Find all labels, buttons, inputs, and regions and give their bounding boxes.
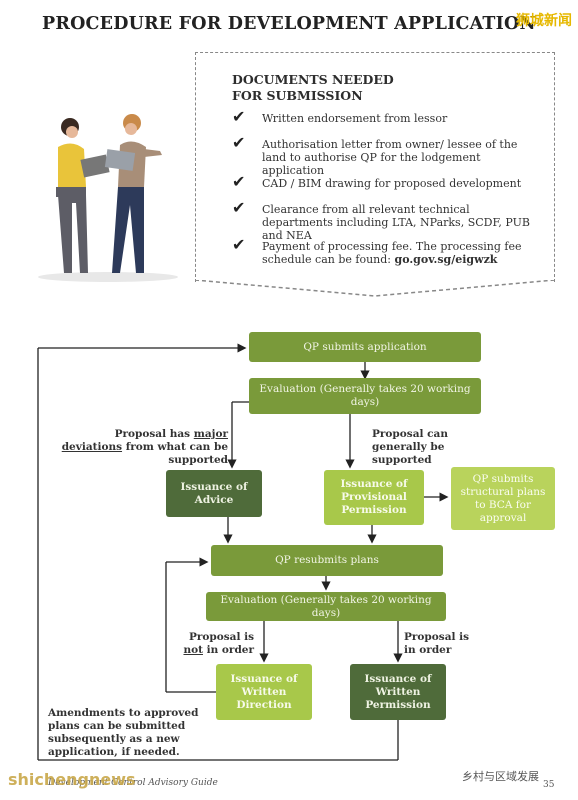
written-direction-box: Issuance of Written Direction — [216, 664, 312, 720]
page-title: PROCEDURE FOR DEVELOPMENT APPLICATION — [42, 14, 536, 34]
amendments-note: Amendments to approved plans can be subm… — [48, 707, 199, 758]
check-icon: ✔ — [232, 172, 246, 191]
watermark-bottom-left: shichengnews — [8, 770, 136, 789]
document-item: ✔ Payment of processing fee. The process… — [232, 235, 522, 267]
check-icon: ✔ — [232, 133, 246, 152]
label-generally-supported: Proposal can generally be supported — [372, 428, 448, 466]
documents-panel — [195, 52, 555, 282]
check-icon: ✔ — [232, 235, 246, 254]
provisional-permission-box: Issuance of Provisional Permission — [324, 470, 424, 525]
label-in-order: Proposal is in order — [404, 631, 470, 656]
written-permission-box: Issuance of Written Permission — [350, 664, 446, 720]
evaluation-box: Evaluation (Generally takes 20 working d… — [249, 378, 481, 414]
people-illustration — [38, 114, 178, 282]
panel-arrow — [195, 280, 555, 297]
document-item: ✔ CAD / BIM drawing for proposed develop… — [232, 172, 522, 191]
fee-schedule-link[interactable]: go.gov.sg/eigwzk — [394, 253, 498, 266]
label-not-in-order: Proposal is not in order — [183, 631, 254, 656]
issuance-advice-box: Issuance of Advice — [166, 470, 262, 517]
bca-structural-plans-box: QP submits structural plans to BCA for a… — [451, 467, 555, 530]
document-item: ✔ Authorisation letter from owner/ lesse… — [232, 133, 518, 178]
qp-submits-box: QP submits application — [249, 332, 481, 362]
guide-footer: Development Control Advisory Guide — [48, 778, 218, 788]
label-major-deviations: Proposal has major deviations from what … — [61, 428, 228, 466]
check-icon: ✔ — [232, 107, 246, 126]
check-icon: ✔ — [232, 198, 246, 217]
document-item: ✔ Written endorsement from lessor — [232, 107, 448, 126]
watermark-top-right: 狮城新闻 — [516, 13, 572, 29]
page-number: 35 — [543, 780, 555, 790]
evaluation-box-2: Evaluation (Generally takes 20 working d… — [206, 592, 446, 621]
qp-resubmits-box: QP resubmits plans — [211, 545, 443, 576]
watermark-bottom-right: 乡村与区域发展 — [462, 770, 539, 783]
documents-heading: DOCUMENTS NEEDED FOR SUBMISSION — [232, 72, 394, 103]
document-item: ✔ Clearance from all relevant technical … — [232, 198, 530, 243]
